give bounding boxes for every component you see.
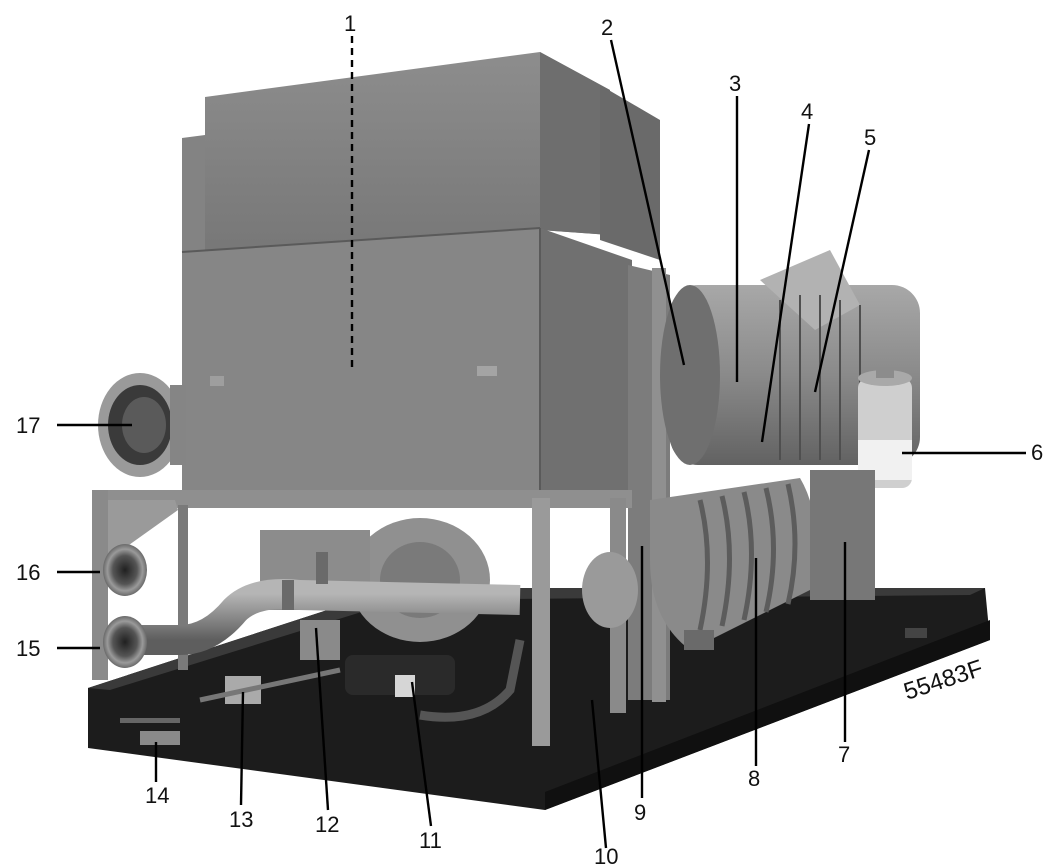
callout-15: 15 [16,636,40,661]
callout-6: 6 [1031,440,1043,465]
callout-12: 12 [315,812,339,837]
gear-housing [650,470,875,650]
callout-16: 16 [16,560,40,585]
callout-5: 5 [864,125,876,150]
callout-9: 9 [634,800,646,825]
pipes [140,552,521,655]
callout-11: 11 [419,828,442,853]
callout-3: 3 [729,71,741,96]
callout-labels: 1 2 3 4 5 6 7 8 9 10 11 12 13 14 15 16 1… [16,11,1043,866]
callout-8: 8 [748,766,760,791]
callout-7: 7 [838,742,850,767]
callout-1: 1 [344,11,356,36]
callout-13: 13 [229,807,253,832]
lower-components [199,620,525,722]
callout-10: 10 [594,844,618,866]
oil-filter [858,368,912,488]
flanges [98,373,186,668]
callout-17: 17 [16,413,40,438]
leader-lines [57,36,1026,849]
callout-2: 2 [601,15,613,40]
callout-4: 4 [801,99,813,124]
support-frame [92,490,632,746]
callout-14: 14 [145,783,169,808]
enclosure-hood [181,52,670,702]
